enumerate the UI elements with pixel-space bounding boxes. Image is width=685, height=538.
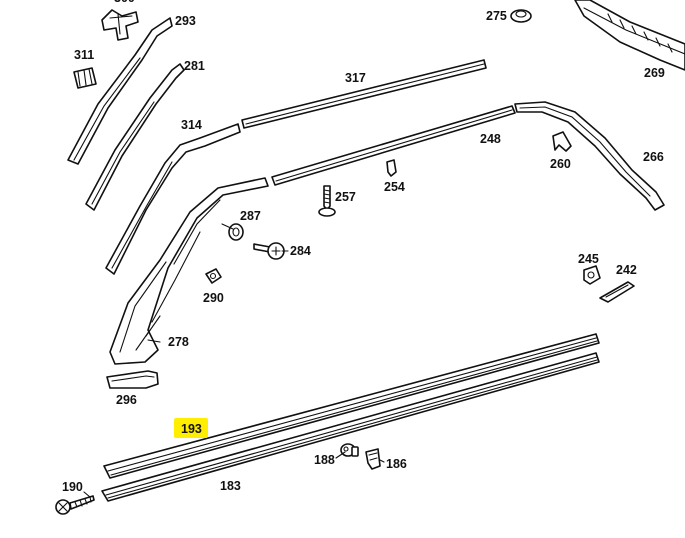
label-193[interactable]: 193: [181, 422, 202, 436]
label-311[interactable]: 311: [74, 48, 94, 62]
trim-piece-242[interactable]: [599, 281, 635, 303]
highlight-193: [174, 418, 208, 438]
screw-190[interactable]: [55, 495, 95, 515]
label-317[interactable]: 317: [345, 71, 366, 85]
label-257[interactable]: 257: [335, 190, 356, 204]
part-labels: 193 183 190 188 186 296 278 290 287 284 …: [62, 0, 665, 494]
sill-molding-183[interactable]: [101, 352, 600, 502]
clip-245[interactable]: [583, 265, 601, 285]
washer-275[interactable]: [510, 9, 532, 23]
label-242[interactable]: 242: [616, 263, 637, 277]
roof-rail-269[interactable]: [574, 0, 685, 71]
pillar-molding-278[interactable]: [109, 177, 269, 365]
clip-186[interactable]: [365, 448, 381, 470]
roof-molding-266[interactable]: [514, 101, 665, 211]
clip-254[interactable]: [386, 159, 397, 177]
label-254[interactable]: 254: [384, 180, 405, 194]
roof-molding-317[interactable]: [241, 59, 487, 129]
grommet-287[interactable]: [228, 223, 244, 241]
label-269[interactable]: 269: [644, 66, 665, 80]
label-188[interactable]: 188: [314, 453, 335, 467]
leader-lines: [83, 223, 385, 498]
screw-257[interactable]: [318, 185, 336, 217]
label-248[interactable]: 248: [480, 132, 501, 146]
label-186[interactable]: 186: [386, 457, 407, 471]
label-290[interactable]: 290: [203, 291, 224, 305]
roof-molding-248[interactable]: [271, 105, 516, 186]
label-296[interactable]: 296: [116, 393, 137, 407]
clip-300[interactable]: [101, 9, 139, 41]
label-293[interactable]: 293: [175, 14, 196, 28]
label-183[interactable]: 183: [220, 479, 241, 493]
label-314[interactable]: 314: [181, 118, 202, 132]
clip-290[interactable]: [205, 268, 222, 284]
label-266[interactable]: 266: [643, 150, 664, 164]
label-287[interactable]: 287: [240, 209, 261, 223]
label-275[interactable]: 275: [486, 9, 507, 23]
clip-311[interactable]: [73, 67, 97, 89]
window-molding-314[interactable]: [105, 123, 241, 275]
label-260[interactable]: 260: [550, 157, 571, 171]
label-190[interactable]: 190: [62, 480, 83, 494]
pillar-end-piece-296[interactable]: [106, 370, 159, 389]
label-300[interactable]: 300: [114, 0, 135, 5]
label-278[interactable]: 278: [168, 335, 189, 349]
label-245[interactable]: 245: [578, 252, 599, 266]
label-284[interactable]: 284: [290, 244, 311, 258]
window-molding-293[interactable]: [67, 17, 173, 165]
clip-260[interactable]: [552, 131, 572, 152]
label-281[interactable]: 281: [184, 59, 205, 73]
screw-284[interactable]: [253, 242, 285, 260]
sill-molding-193[interactable]: [103, 333, 600, 479]
clip-188[interactable]: [340, 443, 359, 457]
window-molding-281[interactable]: [85, 63, 185, 211]
